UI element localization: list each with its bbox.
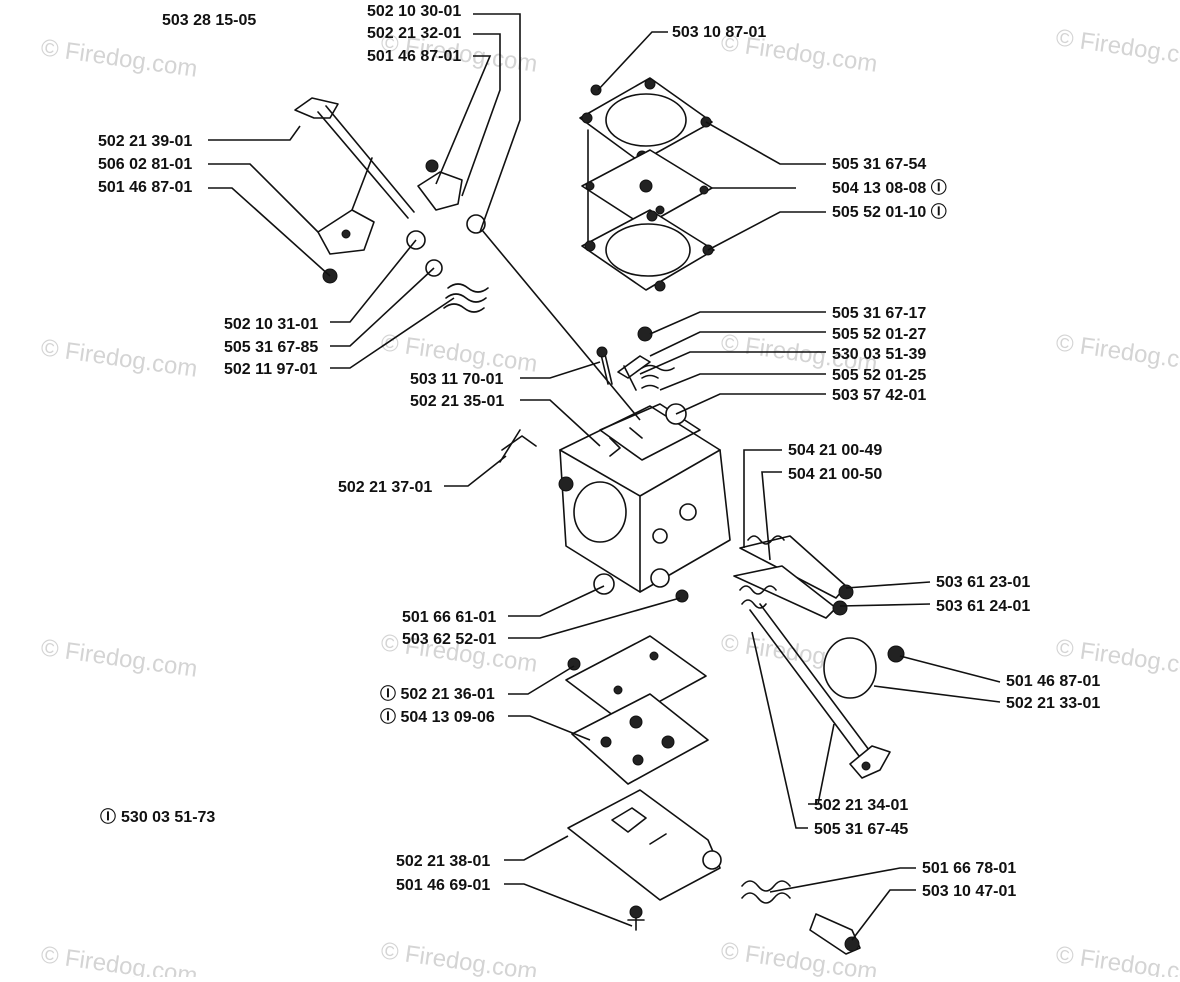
part-label: 502 21 34-01 [814,797,908,814]
part-label: 505 31 67-85 [224,339,318,356]
part-label: 505 31 67-45 [814,821,908,838]
part-label: 502 10 31-01 [224,316,318,333]
pump-diaphragm-stack [579,77,715,292]
watermark: © Firedog.com [39,334,199,383]
kit-note: Ⓘ 530 03 51-73 [100,807,215,826]
part-label: 505 31 67-54 [832,156,926,173]
part-label: 502 10 30-01 [367,3,461,20]
part-label: 505 52 01-25 [832,367,926,384]
part-label: 504 13 08-08 Ⓘ [832,178,947,197]
part-label: 505 52 01-27 [832,326,926,343]
watermark: © Firedog.com [1054,24,1180,73]
kit-marker: Ⓘ [100,807,116,826]
part-label: 502 21 33-01 [1006,695,1100,712]
watermark: © Firedog.com [39,941,199,977]
part-label: 504 21 00-49 [788,442,882,459]
inlet-needle-parts [596,326,675,391]
part-label: 502 21 35-01 [410,393,504,410]
adjusting-screws [733,535,854,619]
part-label: Ⓘ 504 13 09-06 [380,707,495,726]
part-label: 501 46 87-01 [98,179,192,196]
part-label: 503 61 24-01 [936,598,1030,615]
choke-shaft-assembly [749,603,905,779]
part-label: 503 62 52-01 [402,631,496,648]
part-label: 503 10 47-01 [922,883,1016,900]
part-label: 506 02 81-01 [98,156,192,173]
part-label: 505 31 67-17 [832,305,926,322]
part-label: 501 66 61-01 [402,609,496,626]
part-label: 501 66 78-01 [922,860,1016,877]
part-label: 503 10 87-01 [672,24,766,41]
part-label: 530 03 51-39 [832,346,926,363]
part-label: 504 21 00-50 [788,466,882,483]
part-label: Ⓘ 502 21 36-01 [380,684,495,703]
leader-lines [208,13,1001,941]
part-label: 502 21 39-01 [98,133,192,150]
carburetor-body [499,403,731,593]
metering-diaphragm [565,635,709,785]
watermark: © Firedog.com [39,34,199,83]
kit-note-number: 530 03 51-73 [121,809,215,826]
part-label: 503 57 42-01 [832,387,926,404]
part-label: 502 21 37-01 [338,479,432,496]
part-label: 502 21 38-01 [396,853,490,870]
watermark: © Firedog.com [39,634,199,683]
watermark: © Firedog.com [1054,329,1180,378]
part-label: 502 21 32-01 [367,25,461,42]
part-label: 502 11 97-01 [224,361,318,378]
part-label: 501 46 87-01 [367,48,461,65]
part-label: 501 46 69-01 [396,877,490,894]
part-label: 505 52 01-10 Ⓘ [832,202,947,221]
watermark: © Firedog.com [1054,941,1180,977]
bottom-screw-spring [741,880,861,955]
metering-cover [567,789,722,931]
watermark: © Firedog.com [379,937,539,977]
part-label: 503 11 70-01 [410,371,504,388]
part-label: 501 46 87-01 [1006,673,1100,690]
kit-number: 503 28 15-05 [162,12,256,29]
part-label: 503 61 23-01 [936,574,1030,591]
